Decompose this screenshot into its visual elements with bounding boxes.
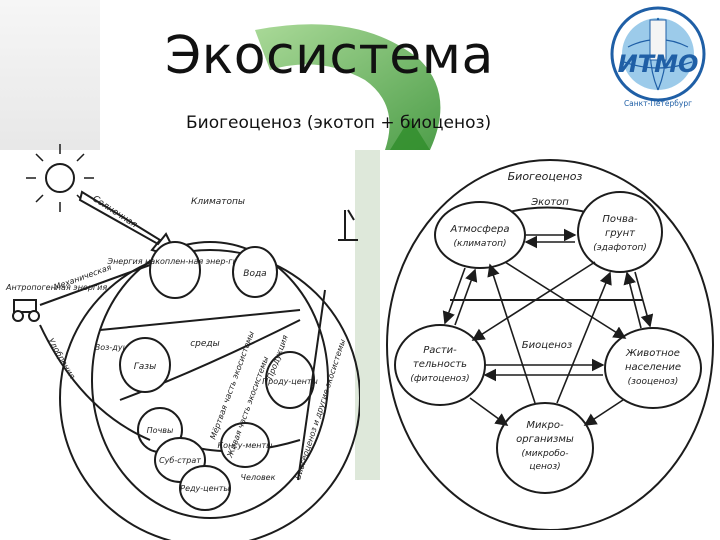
- human-label: Человек: [241, 473, 276, 482]
- reducers-circle: [179, 465, 231, 511]
- climate-label: Климатопы: [191, 197, 245, 207]
- divider-top: [99, 309, 301, 331]
- left-shade: [0, 0, 100, 150]
- logo-ring: [610, 6, 706, 102]
- soil-sub: (эдафотоп): [593, 243, 647, 253]
- producers-circle: [265, 351, 315, 409]
- microbes-label-4: ценоз): [529, 462, 560, 472]
- logo-city: Санкт-Петербург: [624, 99, 692, 108]
- soil-label-2: грунт: [605, 228, 636, 239]
- plants-sub: (фитоценоз): [410, 374, 469, 384]
- arrow-animals-microbes: [583, 399, 624, 426]
- microbes-label: Микро-: [526, 420, 564, 431]
- anthropogenic-label: Антропогенная энергия: [5, 283, 107, 292]
- soil-node: [577, 191, 663, 273]
- gases-label: Газы: [134, 362, 156, 372]
- atmosphere-label: Атмосфера: [449, 224, 509, 235]
- biogeocenosis-ellipse: [386, 159, 714, 530]
- swoosh-arrowhead: [390, 118, 430, 150]
- biogeocenosis-label: Биогеоценоз: [508, 170, 583, 183]
- interaction-arrows: [442, 228, 654, 426]
- arrow-microbes-soil: [556, 271, 612, 404]
- biocenosis-label: Биоценоз: [522, 340, 572, 351]
- left-diagram: Солнечная Энергия накоплен-ная энер-гия …: [5, 144, 360, 540]
- mechanical-arrow: [39, 264, 151, 306]
- arrow-plants-microbes: [469, 397, 509, 426]
- output-arrow: [297, 289, 326, 481]
- animals-label: Животное: [625, 348, 680, 359]
- solar-label: Солнечная: [90, 194, 139, 231]
- reducers-label: Реду-центы: [180, 484, 229, 493]
- page-title: Экосистема: [165, 26, 494, 86]
- outer-circle: [59, 249, 360, 540]
- soil-label: Почва-: [602, 214, 638, 225]
- energy-label: Энергия накоплен-ная энер-гия: [106, 257, 242, 266]
- arrow-atm-animals: [504, 261, 627, 339]
- animals-sub: (зооценоз): [628, 377, 679, 387]
- plants-label-2: тельность: [413, 359, 467, 370]
- center-shade: [355, 150, 380, 480]
- atmosphere-sub: (климатоп): [454, 239, 507, 249]
- producers-label: Проду-центы: [262, 377, 318, 386]
- arrow-plants-atm: [454, 268, 478, 326]
- ecotope-label: Экотоп: [530, 197, 569, 208]
- gases-circle: [119, 337, 171, 393]
- substrate-label: Суб-страт: [159, 456, 201, 465]
- atmosphere-node: [434, 201, 526, 269]
- animals-label-2: население: [625, 362, 681, 373]
- energy-circle: [149, 241, 201, 299]
- right-diagram: Биогеоценоз Экотоп Атмосфера (климатоп) …: [386, 159, 714, 530]
- inner-circle: [91, 241, 329, 519]
- water-circle: [232, 246, 278, 298]
- consumers-label: Консу-менты: [218, 441, 273, 450]
- air-label: Воз-душной: [95, 343, 145, 352]
- microscope-icon: [338, 209, 358, 241]
- arrow-atm-plants: [442, 267, 466, 325]
- fertilizer-arrow: [39, 324, 151, 441]
- page-subtitle: Биогеоценоз (экотоп + биоценоз): [186, 113, 492, 133]
- arrow-animals-soil: [623, 271, 642, 329]
- tractor-icon: [12, 299, 40, 322]
- environment-label: среды: [190, 339, 220, 349]
- arrow-soil-plants: [471, 261, 596, 341]
- arrow-microbes-atm: [487, 263, 536, 404]
- arrow-soil-animals: [634, 271, 654, 328]
- logo-name: ИТМО: [618, 50, 699, 78]
- microbes-node: [496, 402, 594, 494]
- microbes-label-3: (микробо-: [521, 449, 568, 459]
- green-swoosh: [255, 24, 441, 150]
- consumers-circle: [220, 422, 270, 468]
- detritus-label: Почвы: [147, 426, 174, 435]
- itmo-logo: ИТМО Санкт-Петербург: [610, 6, 706, 108]
- animals-node: [604, 327, 702, 409]
- microbes-label-2: организмы: [516, 434, 574, 445]
- plants-label: Расти-: [423, 345, 457, 356]
- tower-icon: [649, 19, 667, 61]
- water-label: Вода: [243, 269, 266, 279]
